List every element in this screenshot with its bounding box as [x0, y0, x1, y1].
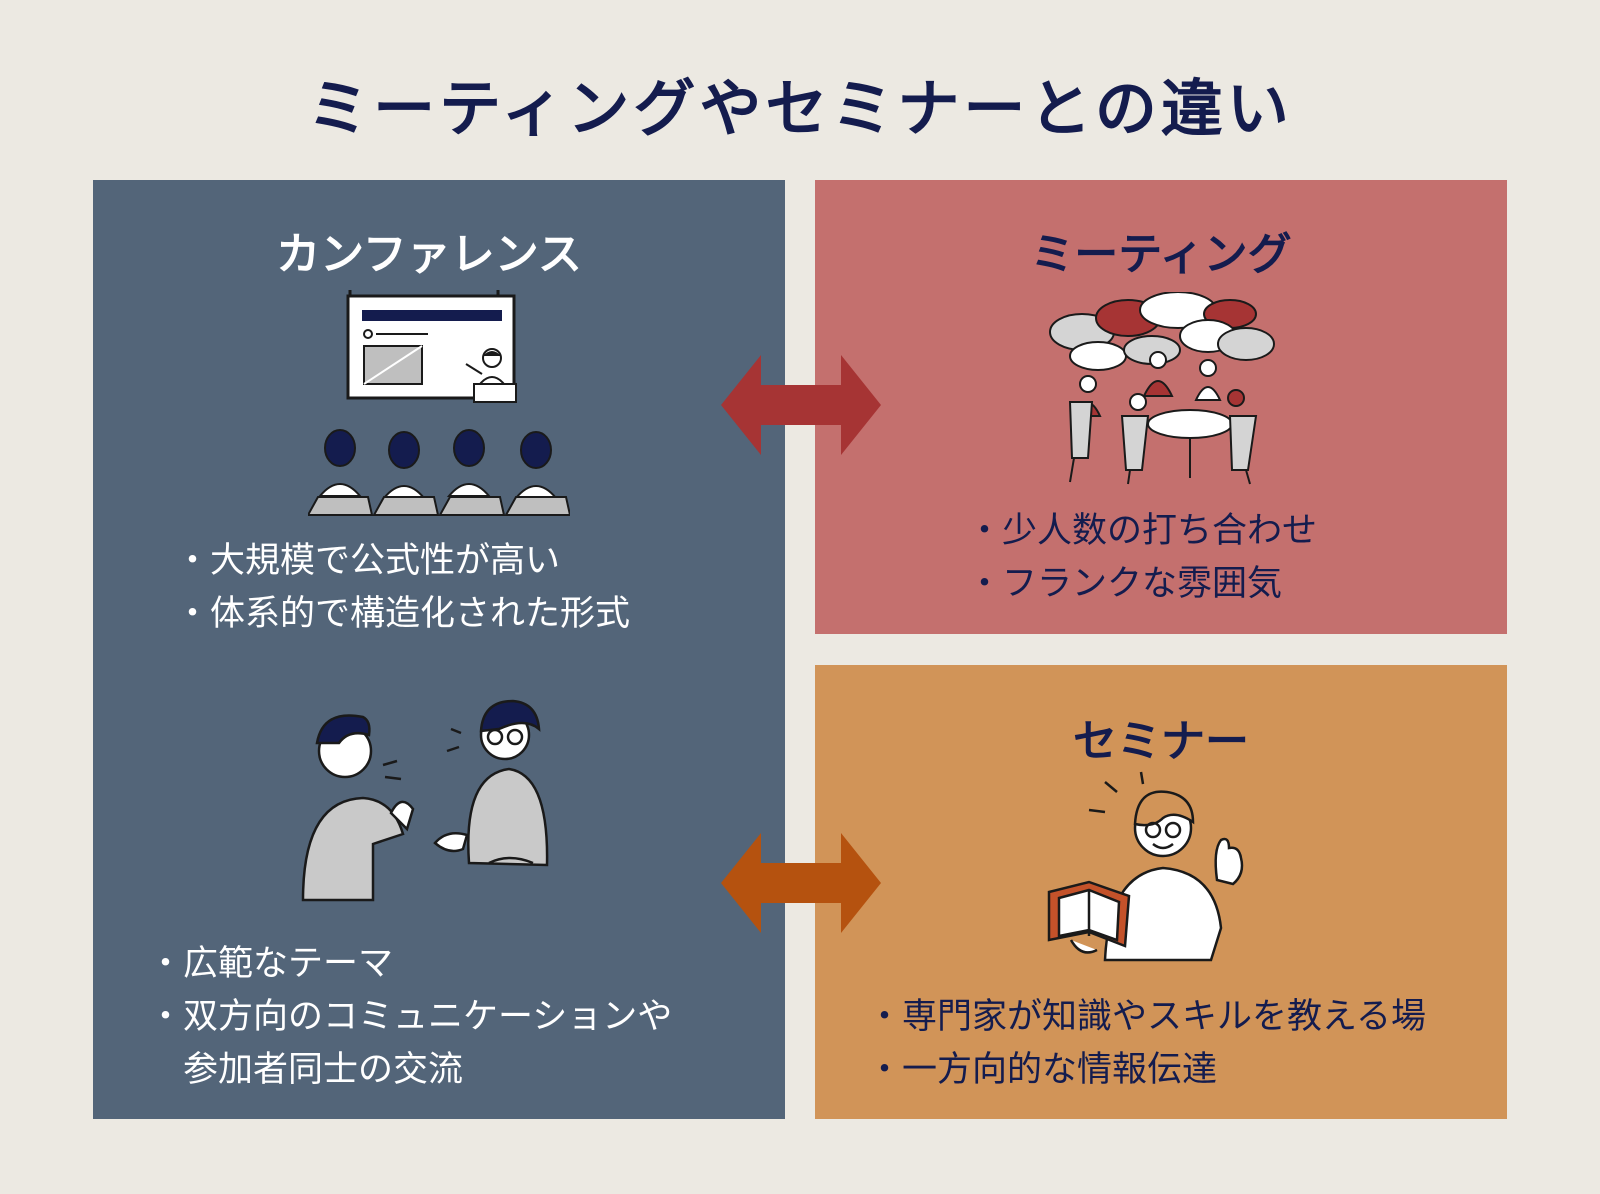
conference-title: カンファレンス — [276, 229, 582, 280]
conference-points-2: ・広範なテーマ ・双方向のコミュニケーションや 参加者同士の交流 — [148, 938, 672, 1097]
list-item: ・専門家が知識やスキルを教える場 — [867, 997, 1426, 1037]
presentation-audience-illustration — [308, 290, 570, 516]
conference-panel: カンファレンス — [93, 180, 785, 1119]
seminar-points: ・専門家が知識やスキルを教える場 ・一方向的な情報伝達 — [867, 991, 1426, 1097]
list-item: ・少人数の打ち合わせ — [967, 511, 1318, 551]
list-item: ・体系的で構造化された形式 — [175, 594, 631, 634]
meeting-panel: ミーティング — [815, 180, 1507, 634]
lecturer-with-book-illustration — [1047, 771, 1244, 962]
seminar-title: セミナー — [1073, 716, 1249, 767]
double-arrow-icon — [721, 833, 881, 933]
round-table-discussion-illustration — [1049, 292, 1275, 485]
conversation-illustration — [301, 699, 549, 902]
list-item: 参加者同士の交流 — [148, 1050, 464, 1090]
list-item: ・広範なテーマ — [148, 944, 394, 984]
conference-points-1: ・大規模で公式性が高い ・体系的で構造化された形式 — [175, 535, 630, 641]
list-item: ・フランクな雰囲気 — [967, 564, 1283, 604]
double-arrow-icon — [721, 355, 881, 455]
meeting-title: ミーティング — [1030, 229, 1292, 280]
meeting-points: ・少人数の打ち合わせ ・フランクな雰囲気 — [967, 505, 1317, 611]
list-item: ・大規模で公式性が高い — [175, 541, 561, 581]
seminar-panel: セミナー ・専門家が知識やスキルを教える場 ・一方向的な情報伝達 — [815, 665, 1507, 1119]
page-title: ミーティングやセミナーとの違い — [307, 72, 1293, 145]
list-item: ・双方向のコミュニケーションや — [148, 997, 673, 1037]
list-item: ・一方向的な情報伝達 — [867, 1050, 1218, 1090]
